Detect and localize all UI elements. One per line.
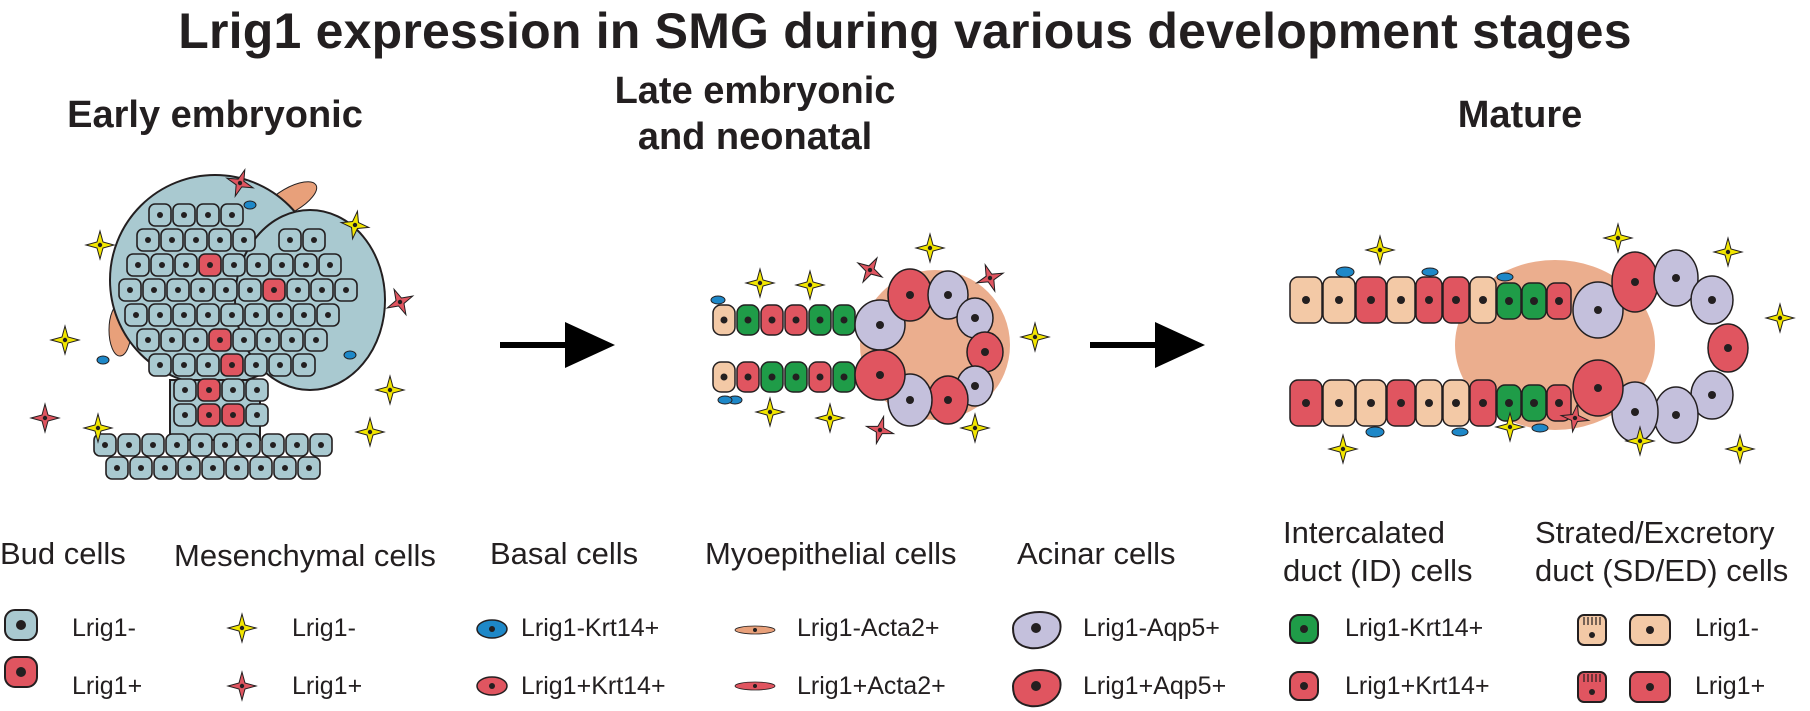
basal-cell-icon <box>476 619 508 639</box>
legend-id-title-line2: duct (ID) cells <box>1283 553 1473 588</box>
myoepithelial-cell-icon <box>734 681 776 691</box>
legend-id-title-line1: Intercalated <box>1283 515 1445 550</box>
legend-acinar-neg: Lrig1-Aqp5+ <box>1083 614 1220 642</box>
stage-mature: Mature <box>1457 94 1583 136</box>
acinar-cell-icon <box>1011 668 1062 708</box>
id-cell-icon <box>1289 614 1319 644</box>
late-embryonic-structure <box>710 233 1050 448</box>
legend-acinar-pos: Lrig1+Aqp5+ <box>1083 672 1227 700</box>
legend-mesenchymal-title: Mesenchymal cells <box>174 538 436 573</box>
stage-late-line2: and neonatal <box>637 116 873 158</box>
legend-basal-pos: Lrig1+Krt14+ <box>521 672 666 700</box>
legend-basal-neg: Lrig1-Krt14+ <box>521 614 660 642</box>
early-embryonic-bud <box>93 174 386 480</box>
legend-sd-neg: Lrig1- <box>1695 614 1759 642</box>
legend-id-pos: Lrig1+Krt14+ <box>1345 672 1490 700</box>
legend-bud-neg: Lrig1- <box>72 614 136 642</box>
legend-sd-title-line2: duct (SD/ED) cells <box>1535 553 1789 588</box>
basal-cell-icon <box>476 676 508 696</box>
legend-sd-pos: Lrig1+ <box>1695 672 1766 700</box>
legend-sd-title-line1: Strated/Excretory <box>1535 515 1775 550</box>
legend-bud-title: Bud cells <box>0 536 126 571</box>
legend-id-title: Intercalated duct (ID) cells <box>1283 514 1472 590</box>
stage-late-line1: Late embryonic <box>614 70 896 112</box>
legend-myoepithelial-title: Myoepithelial cells <box>705 536 957 571</box>
legend-acinar-title: Acinar cells <box>1017 536 1176 571</box>
sd-cell-icon <box>1577 614 1671 646</box>
mesenchymal-cell-icon <box>227 613 257 643</box>
arrow-right-icon <box>1090 322 1205 368</box>
legend-myoepithelial-neg: Lrig1-Acta2+ <box>797 614 940 642</box>
legend-bud-pos: Lrig1+ <box>72 672 143 700</box>
stage-late-embryonic: Late embryonic and neonatal <box>590 68 920 160</box>
myoepithelial-cell-icon <box>734 625 776 635</box>
stage-early-embryonic: Early embryonic <box>67 94 363 136</box>
diagram-title: Lrig1 expression in SMG during various d… <box>178 3 1632 59</box>
arrow-right-icon <box>500 322 615 368</box>
legend-myoepithelial-pos: Lrig1+Acta2+ <box>797 672 946 700</box>
legend-basal-title: Basal cells <box>490 536 639 571</box>
legend-mesenchymal-pos: Lrig1+ <box>292 672 363 700</box>
id-cell-icon <box>1289 671 1319 701</box>
sd-cell-icon <box>1577 671 1671 703</box>
legend-sd-title: Strated/Excretory duct (SD/ED) cells <box>1535 514 1788 590</box>
bud-cell-icon <box>4 609 38 641</box>
mature-structure <box>1289 223 1795 464</box>
legend-id-neg: Lrig1-Krt14+ <box>1345 614 1484 642</box>
mesenchymal-cell-icon <box>227 671 257 701</box>
bud-cell-icon <box>4 656 38 688</box>
legend-mesenchymal-neg: Lrig1- <box>292 614 356 642</box>
acinar-cell-icon <box>1011 610 1062 650</box>
